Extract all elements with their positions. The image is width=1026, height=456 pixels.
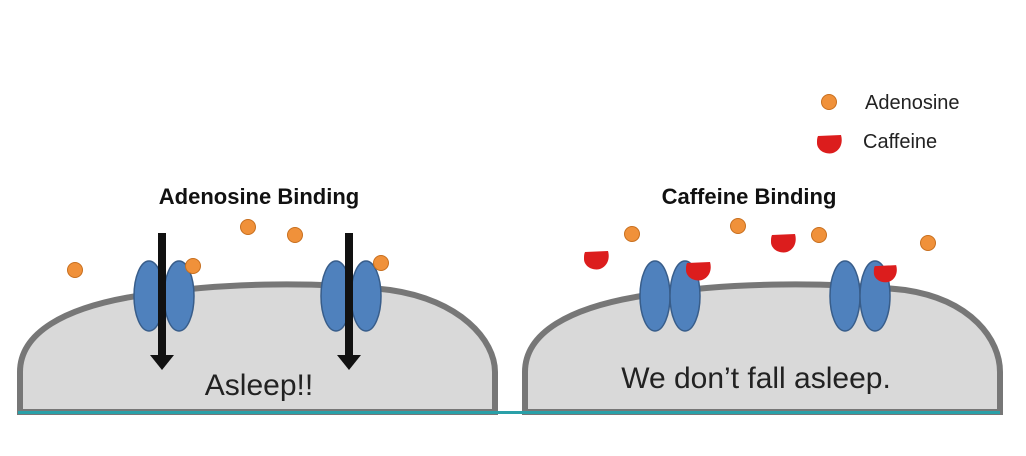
legend-label-adenosine: Adenosine — [865, 92, 960, 114]
adenosine-molecule — [920, 235, 936, 251]
panel-title-caffeine: Caffeine Binding — [662, 184, 837, 209]
adenosine-molecule — [624, 226, 640, 242]
legend-item-adenosine: Adenosine — [821, 92, 960, 114]
cell-label-asleep: Asleep!! — [205, 369, 313, 402]
adenosine-molecule — [67, 262, 83, 278]
down-arrow-2 — [337, 233, 361, 370]
caffeine-molecule — [584, 251, 609, 270]
adenosine-binding-panel: Adenosine Binding Asleep!! — [17, 184, 498, 415]
legend-item-caffeine: Caffeine — [817, 131, 937, 154]
caffeine-drop-icon — [817, 135, 842, 154]
adenosine-molecule — [730, 218, 746, 234]
adenosine-molecule — [240, 219, 256, 235]
down-arrow-1 — [150, 233, 174, 370]
baseline-line — [18, 411, 1000, 414]
adenosine-molecule — [811, 227, 827, 243]
legend: Adenosine Caffeine — [817, 92, 960, 154]
panel-title-adenosine: Adenosine Binding — [159, 184, 359, 209]
adenosine-bound-molecule — [373, 255, 389, 271]
receptor-left-1 — [133, 260, 195, 332]
adenosine-molecule — [287, 227, 303, 243]
cell-label-awake: We don’t fall asleep. — [621, 362, 891, 395]
legend-label-caffeine: Caffeine — [863, 131, 937, 153]
receptor-right-1 — [639, 260, 701, 332]
adenosine-bound-molecule — [185, 258, 201, 274]
caffeine-molecule — [771, 234, 796, 253]
adenosine-dot-icon — [821, 94, 837, 110]
caffeine-binding-panel: Caffeine Binding We don’t fall asleep. — [522, 184, 1003, 415]
receptor-right-2 — [829, 260, 891, 332]
